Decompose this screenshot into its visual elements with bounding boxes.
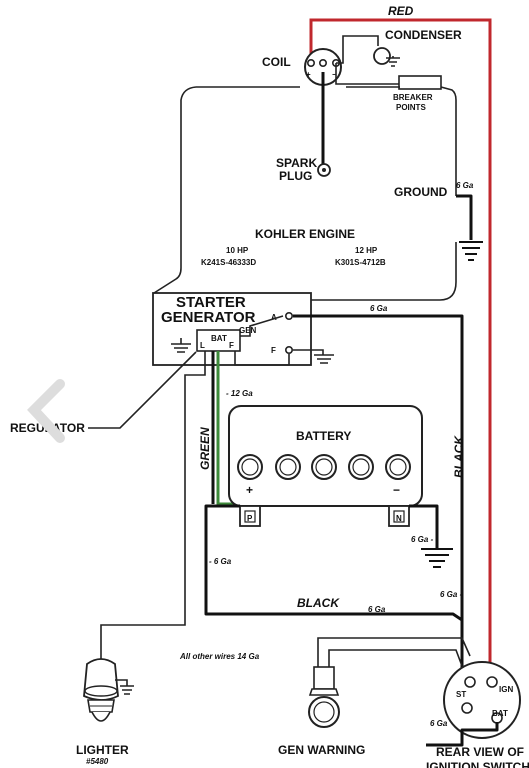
spark-label-2: PLUG [279,169,312,183]
right-gauge: 6 Ga - [440,590,463,599]
post-n-label: N [396,514,402,523]
neg-gauge: 6 Ga - [411,535,434,544]
lighter-part: #5480 [86,757,109,766]
all-other-wires: All other wires 14 Ga [179,652,260,661]
engine-12hp: 12 HP [355,246,378,255]
black-right-label: BLACK [452,435,466,478]
engine-model-10: K241S-46333D [201,258,256,267]
a-gauge: 6 Ga [370,304,388,313]
starter-label-2: GENERATOR [161,309,256,326]
battery-minus: − [393,483,400,497]
starter-label-1: STARTER [176,294,246,311]
breaker-points [398,75,442,90]
rear-view-label-1: REAR VIEW OF [436,745,524,759]
term-bat-label: BAT [211,334,227,343]
battery-plus: + [246,483,253,497]
lighter [83,658,134,722]
condenser [373,47,400,67]
svg-text:+: + [306,70,311,79]
red-wire [309,18,492,678]
breaker-label-1: BREAKER [393,93,433,102]
switch-st: ST [456,690,466,699]
engine-label: KOHLER ENGINE [255,227,355,241]
spark-label-1: SPARK [276,156,317,170]
battery-post-n [388,505,410,527]
battery-post-p [239,505,261,527]
rear-view-label-2: IGNITION SWITCH [426,760,529,768]
switch-gauge: 6 Ga [430,719,448,728]
condenser-label: CONDENSER [385,28,462,42]
green-label: GREEN [198,427,212,470]
breaker-label-2: POINTS [396,103,426,112]
term-gen-label: GEN [239,326,257,335]
term-l-label: L [200,341,205,350]
terminal-a-label: A [271,313,277,322]
left-gauge: - 6 Ga [209,557,232,566]
gen-warning-lamp [308,666,340,728]
bottom-gauge: 6 Ga [368,605,386,614]
switch-bat: BAT [492,709,508,718]
terminal-f [284,345,293,354]
regulator-pointer [88,351,197,429]
battery-label: BATTERY [296,429,351,443]
switch-ign: IGN [499,685,513,694]
terminal-f-label: F [271,346,276,355]
red-label: RED [388,4,414,18]
engine-10hp: 10 HP [226,246,249,255]
back-chevron [27,379,65,443]
ground-label: GROUND [394,185,448,199]
gauge-12: - 12 Ga [226,389,253,398]
engine-outline [153,86,457,301]
battery-cells [237,454,411,480]
ignition-switch [443,661,521,739]
coil: + − [304,48,342,86]
post-p-label: P [247,514,253,523]
lighter-label: LIGHTER [76,743,129,757]
starter-generator [152,292,312,366]
black-bottom-label: BLACK [297,596,340,610]
engine-model-12: K301S-4712B [335,258,386,267]
spark-plug [317,163,331,177]
term-f2-label: F [229,341,234,350]
svg-text:−: − [332,70,337,79]
gen-warning-label: GEN WARNING [278,743,365,757]
coil-label: COIL [262,55,291,69]
terminal-a [284,311,293,320]
engine-ground-symbol [459,241,483,261]
ground-gauge: 6 Ga [456,181,474,190]
